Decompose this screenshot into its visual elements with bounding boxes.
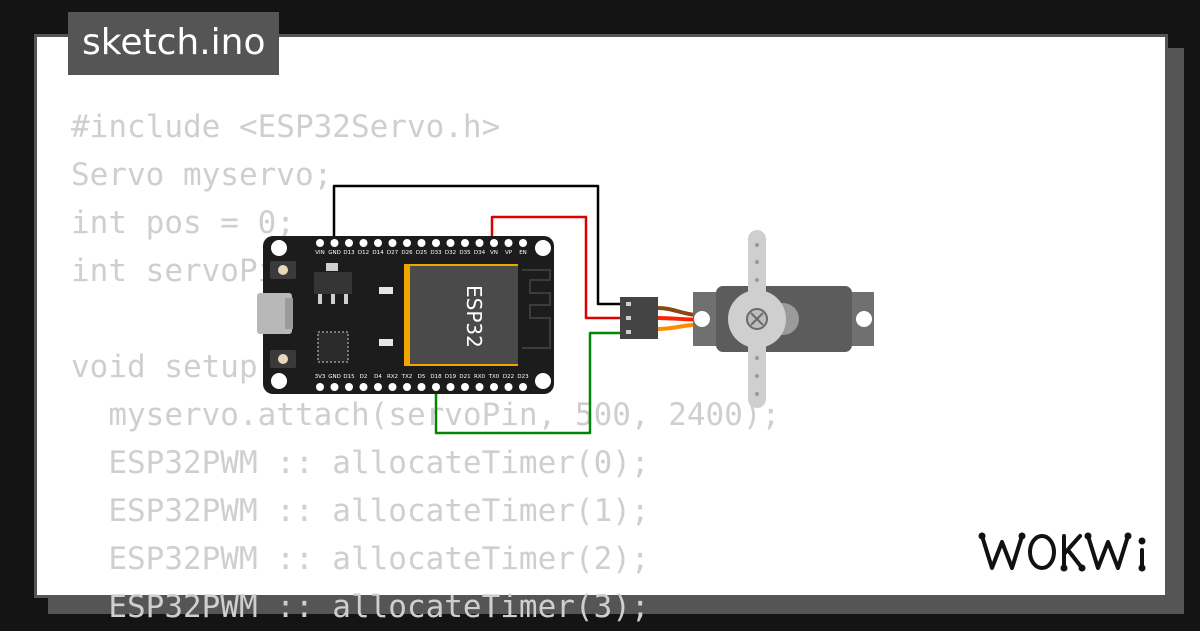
pin-label: D4 bbox=[374, 374, 382, 380]
pin-label: RX2 bbox=[387, 374, 398, 380]
file-tab[interactable]: sketch.ino bbox=[68, 12, 280, 75]
pin-label: D13 bbox=[343, 250, 355, 256]
pin-label: D15 bbox=[343, 374, 355, 380]
pin-label: D19 bbox=[445, 374, 457, 380]
header-pin[interactable] bbox=[403, 383, 411, 391]
pin-label: EN bbox=[519, 250, 527, 256]
header-pin[interactable] bbox=[374, 239, 382, 247]
pin-label: D22 bbox=[503, 374, 514, 380]
header-pin[interactable] bbox=[330, 383, 339, 391]
header-pin[interactable] bbox=[417, 383, 426, 391]
header-pin[interactable] bbox=[403, 239, 411, 247]
header-pin[interactable] bbox=[461, 239, 469, 247]
servo-motor[interactable] bbox=[693, 230, 874, 408]
usb-port bbox=[257, 293, 292, 334]
header-pin[interactable] bbox=[359, 383, 368, 391]
pin-label: D14 bbox=[372, 250, 384, 256]
gnd-wire[interactable] bbox=[332, 184, 620, 306]
code-line: ESP32PWM :: allocateTimer(0); bbox=[71, 445, 650, 481]
pin-label: GND bbox=[328, 250, 341, 256]
header-pin[interactable] bbox=[446, 239, 455, 247]
header-pin[interactable] bbox=[504, 383, 513, 391]
pin-label: D32 bbox=[445, 250, 456, 256]
code-line: ESP32PWM :: allocateTimer(3); bbox=[71, 589, 650, 625]
header-pin[interactable] bbox=[388, 239, 397, 247]
pin-label: 3V3 bbox=[315, 374, 326, 380]
header-pin[interactable] bbox=[316, 239, 324, 247]
pin-label: TX2 bbox=[401, 374, 413, 380]
pin-label: D35 bbox=[459, 250, 471, 256]
header-pin[interactable] bbox=[345, 383, 353, 391]
header-pin[interactable] bbox=[490, 239, 498, 247]
vcc-wire[interactable] bbox=[490, 215, 620, 320]
header-pin[interactable] bbox=[374, 383, 382, 391]
pin-label: VN bbox=[490, 250, 498, 256]
pin-label: D18 bbox=[430, 374, 442, 380]
code-line: ESP32PWM :: allocateTimer(1); bbox=[71, 493, 650, 529]
pin-label: VP bbox=[505, 250, 513, 256]
pin-label: TX0 bbox=[488, 374, 500, 380]
pin-label: D23 bbox=[517, 374, 529, 380]
code-line: int pos = 0; bbox=[71, 205, 295, 241]
header-pin[interactable] bbox=[519, 383, 527, 391]
pin-label: D34 bbox=[474, 250, 486, 256]
pin-label: D12 bbox=[358, 250, 369, 256]
pin-label: GND bbox=[328, 374, 341, 380]
code-line: ESP32PWM :: allocateTimer(2); bbox=[71, 541, 650, 577]
pin-label: D21 bbox=[459, 374, 470, 380]
signal-wire[interactable] bbox=[434, 331, 620, 435]
pin-label: D27 bbox=[387, 250, 399, 256]
header-pin[interactable] bbox=[359, 239, 368, 247]
pin-label: D26 bbox=[401, 250, 413, 256]
header-pin[interactable] bbox=[504, 239, 513, 247]
header-pin[interactable] bbox=[432, 383, 440, 391]
header-pin[interactable] bbox=[345, 239, 353, 247]
header-pin[interactable] bbox=[490, 383, 498, 391]
header-pin[interactable] bbox=[519, 239, 527, 247]
pin-label: D2 bbox=[360, 374, 368, 380]
header-pin[interactable] bbox=[417, 239, 426, 247]
pin-label: RX0 bbox=[474, 374, 486, 380]
pin-label: D5 bbox=[418, 374, 426, 380]
code-line: #include <ESP32Servo.h> bbox=[71, 109, 501, 145]
pin-label: D33 bbox=[430, 250, 442, 256]
header-pin[interactable] bbox=[316, 383, 324, 391]
wokwi-logo bbox=[978, 532, 1146, 572]
code-line: Servo myservo; bbox=[71, 157, 333, 193]
pin-label: D25 bbox=[416, 250, 428, 256]
pin-label: VIN bbox=[315, 250, 325, 256]
chip-label: ESP32 bbox=[462, 285, 486, 348]
header-pin[interactable] bbox=[432, 239, 440, 247]
code-card: #include <ESP32Servo.h> Servo myservo; int… bbox=[34, 34, 1168, 625]
header-pin[interactable] bbox=[475, 239, 484, 247]
header-pin[interactable] bbox=[388, 383, 397, 391]
header-pin[interactable] bbox=[330, 239, 339, 247]
header-pin[interactable] bbox=[475, 383, 484, 391]
header-pin[interactable] bbox=[446, 383, 455, 391]
header-pin[interactable] bbox=[461, 383, 469, 391]
